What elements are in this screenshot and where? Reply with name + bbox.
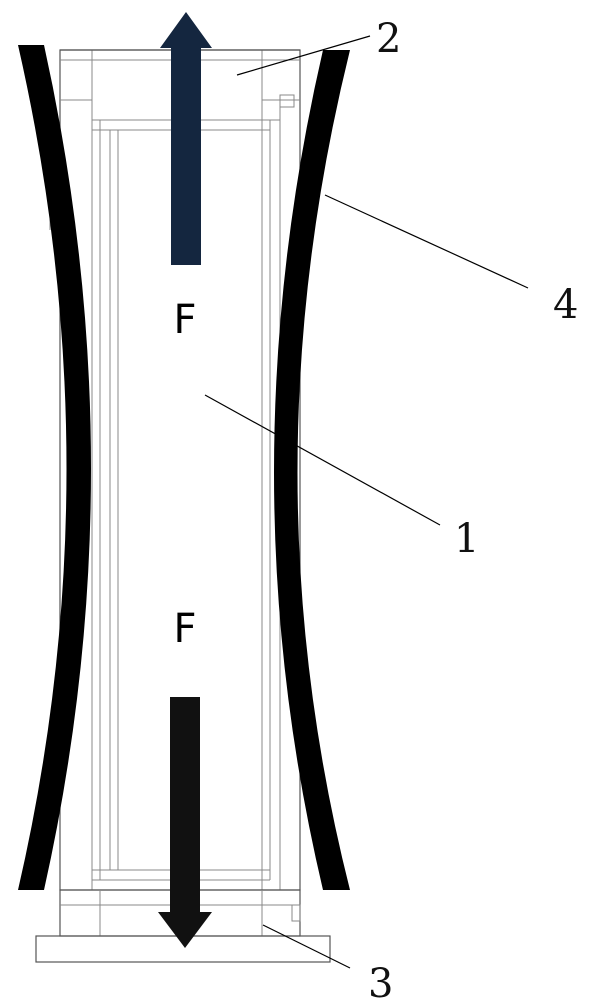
leader-line-4 — [324, 194, 529, 289]
force-label-top: F — [173, 297, 196, 343]
leader-line-1 — [204, 394, 441, 526]
callout-1: 1 — [454, 516, 479, 562]
callout-4: 4 — [553, 282, 578, 328]
leader-line-3 — [262, 924, 351, 969]
force-label-bottom: F — [173, 606, 196, 652]
left-curved-plate — [18, 45, 91, 890]
callout-3: 3 — [368, 961, 393, 1007]
callout-2: 2 — [376, 16, 401, 62]
force-arrow-down-icon — [158, 697, 212, 948]
right-curved-plate — [274, 50, 350, 890]
force-arrow-up-icon — [160, 12, 212, 265]
leader-line-2 — [236, 35, 371, 76]
